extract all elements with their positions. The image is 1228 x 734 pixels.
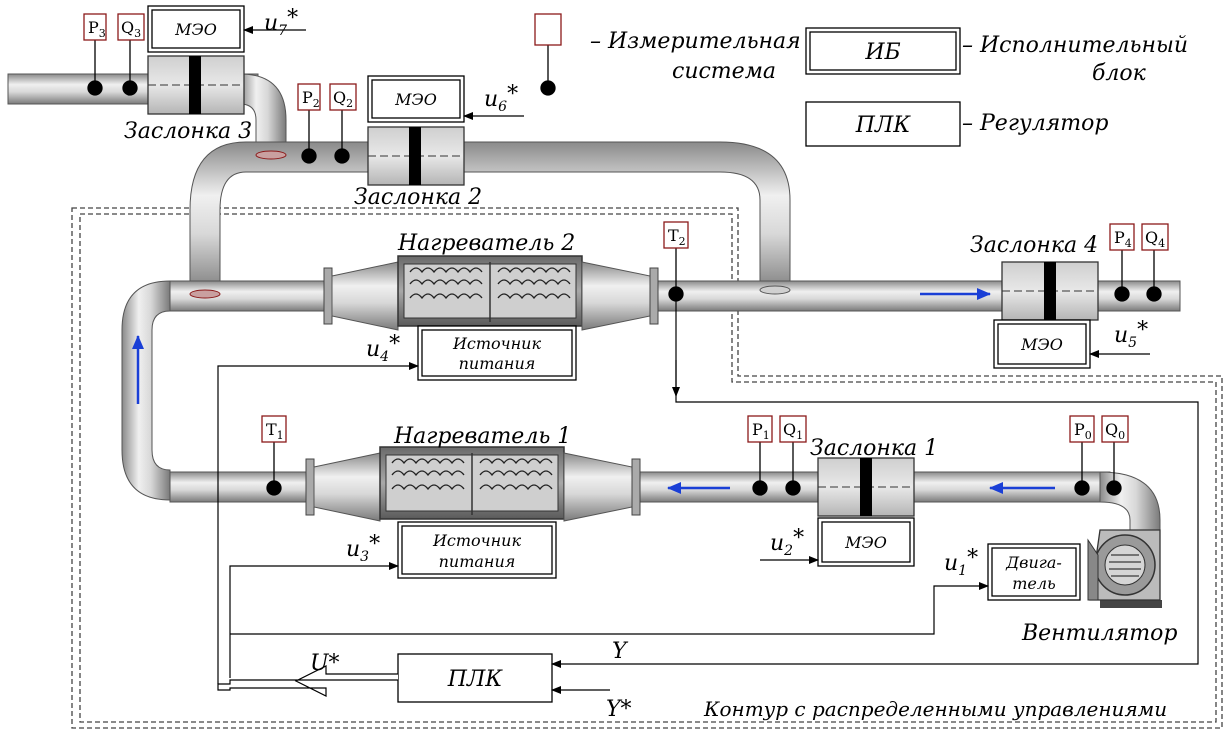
legend-plc-text: – Регулятор (962, 111, 1108, 136)
damper-3 (148, 56, 244, 114)
signal-u1: u1* (944, 546, 978, 579)
signal-u7: u7* (264, 6, 298, 39)
heater-2 (324, 256, 658, 330)
damper-1-label: Заслонка 1 (810, 436, 938, 461)
legend-ib-box: ИБ (864, 40, 900, 65)
damper-2-label: Заслонка 2 (354, 185, 482, 210)
motor-line2: тель (1012, 574, 1056, 593)
signal-u4: u4* (366, 332, 400, 365)
damper-2 (368, 127, 464, 185)
legend-ib-text-2: блок (1092, 61, 1147, 86)
legend-measure: – Измерительная (590, 29, 801, 54)
meo-2-label: МЭО (394, 90, 437, 109)
contour-label: Контур с распределенными управлениями (703, 697, 1167, 721)
motor-line1: Двига- (1005, 553, 1062, 572)
damper-4 (1002, 262, 1098, 320)
power-supply-2-line1: Источник (452, 334, 542, 353)
signal-Ystar: Y* (606, 697, 632, 722)
legend-plc-box: ПЛК (855, 113, 912, 138)
plc-output-arrow (218, 666, 398, 696)
signal-U: U* (310, 651, 340, 676)
meo-4-label: МЭО (1020, 335, 1063, 354)
legend-measure-2: система (672, 59, 776, 84)
damper-1 (818, 458, 914, 516)
signal-u5: u5* (1114, 318, 1148, 351)
power-supply-2-line2: питания (459, 354, 536, 373)
damper-3-label: Заслонка 3 (124, 119, 252, 144)
sensor-points (88, 40, 1161, 495)
signal-u2: u2* (770, 526, 804, 559)
heater-1-label: Нагреватель 1 (393, 424, 571, 449)
power-supply-1-line2: питания (439, 552, 516, 571)
fan-label: Вентилятор (1021, 621, 1177, 646)
heater-2-label: Нагреватель 2 (397, 231, 575, 256)
damper-4-label: Заслонка 4 (970, 233, 1098, 258)
legend-ib-text: – Исполнительный (962, 33, 1188, 58)
heater-1 (306, 447, 640, 521)
signal-u3: u3* (346, 532, 380, 565)
signal-u6: u6* (484, 82, 518, 115)
meo-1-label: МЭО (844, 533, 887, 552)
fan-icon (1088, 530, 1162, 608)
plc-label: ПЛК (447, 667, 504, 692)
power-supply-1-line1: Источник (432, 531, 522, 550)
meo-3-label: МЭО (174, 20, 217, 39)
signal-Y: Y (612, 639, 629, 664)
